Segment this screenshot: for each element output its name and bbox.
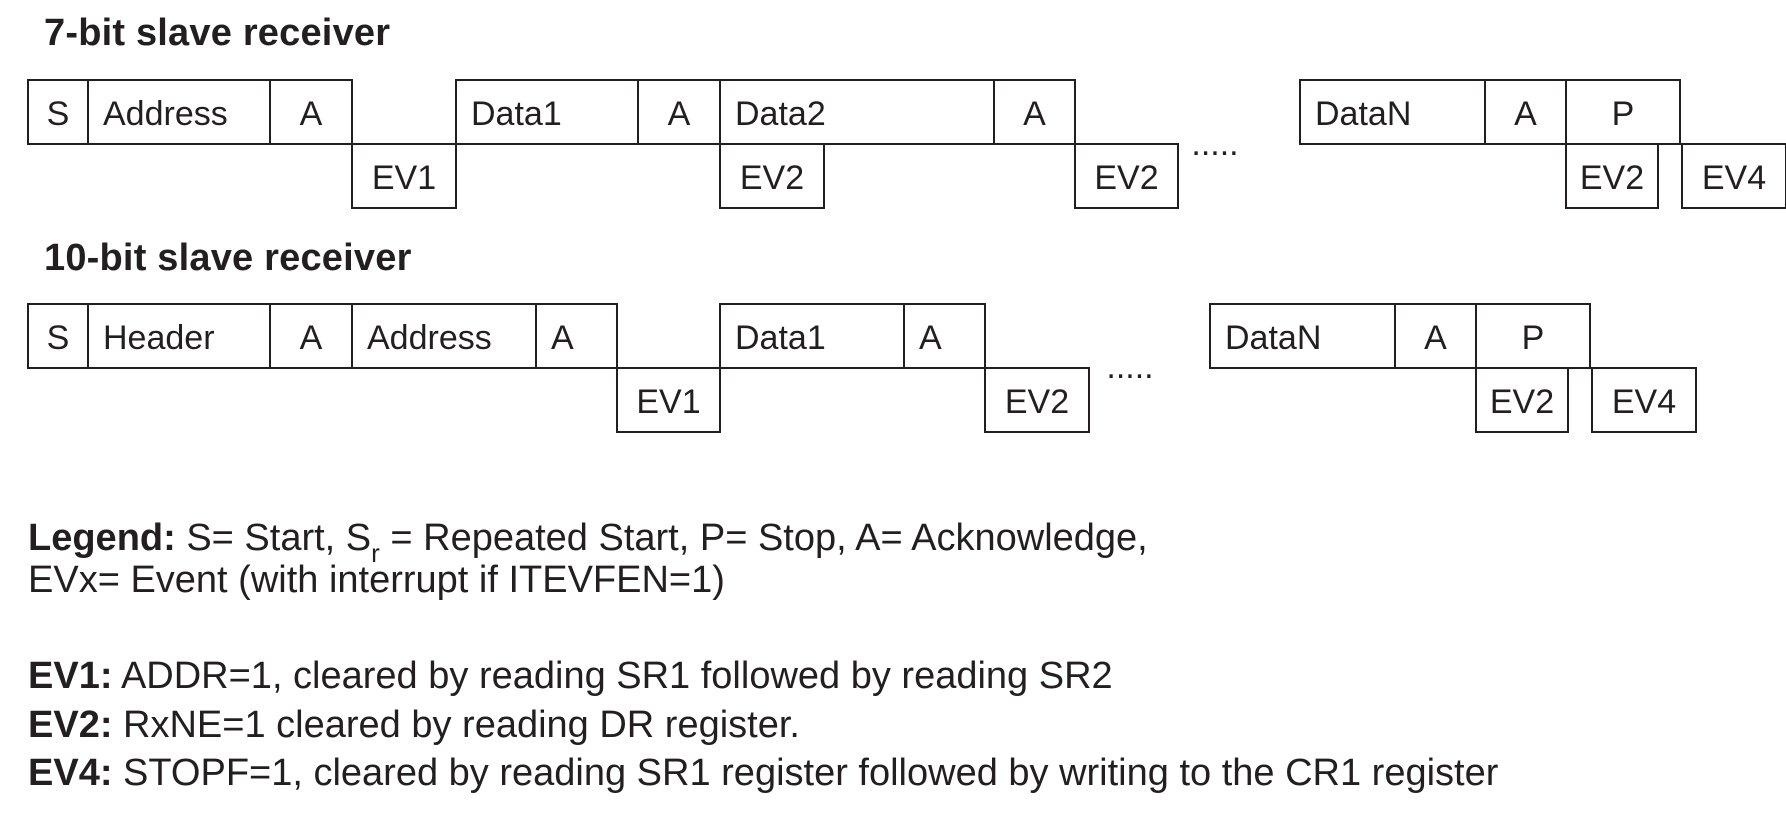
event-ev1: EV1: ADDR=1, cleared by reading SR1 foll… [28,655,1113,698]
legend: Legend: S= Start, Sr = Repeated Start, P… [28,517,1148,568]
cell-s-label: S [47,95,70,133]
section-title-7bit: 7-bit slave receiver [44,12,391,54]
cell-a1-label: A [300,95,323,133]
event-ev4: EV4: STOPF=1, cleared by reading SR1 reg… [28,752,1498,795]
event-ev4-label: EV4: [28,752,113,794]
cell-data1-label: Data1 [471,95,562,133]
cell-ev2b-label: EV2 [1490,383,1554,421]
cell-ev2a-box [719,143,825,209]
legend-line2: EVx= Event (with interrupt if ITEVFEN=1) [28,559,725,601]
cell-p-label: P [1522,319,1545,357]
cell-a2-box [535,303,618,369]
cell-a3-label: A [919,319,942,357]
event-ev1-label: EV1: [28,655,113,697]
cell-ev2c-box [1565,143,1659,209]
cell-data1-label: Data1 [735,319,826,357]
cell-header-label: Header [103,319,215,357]
cell-datan-label: DataN [1315,95,1411,133]
cell-ev4-box [1681,143,1786,209]
event-ev2-label: EV2: [28,704,113,746]
legend-line1-a: S= Start, S [175,517,372,559]
cell-ev2b-box [1074,143,1179,209]
cell-ev1-label: EV1 [372,159,436,197]
cell-a4-label: A [1514,95,1537,133]
event-ev2-text: RxNE=1 cleared by reading DR register. [112,704,800,746]
cell-ev2a-label: EV2 [740,159,804,197]
cell-ev4-box [1591,367,1697,433]
cell-address-label: Address [367,319,492,357]
cell-a3-label: A [1023,95,1046,133]
event-ev4-text: STOPF=1, cleared by reading SR1 register… [112,752,1499,794]
cell-ev4-label: EV4 [1612,383,1676,421]
cell-a1-box [269,79,353,145]
cell-a3-box [903,303,986,369]
ellipsis: ..... [1106,348,1153,386]
cell-ev4-label: EV4 [1702,159,1766,197]
cell-a3-box [993,79,1076,145]
cell-ev1-box [616,367,721,433]
legend-label: Legend: [28,517,176,559]
cell-ev2c-label: EV2 [1580,159,1644,197]
cell-a2-label: A [668,95,691,133]
event-ev1-text: ADDR=1, cleared by reading SR1 followed … [112,655,1113,697]
cell-ev2b-box [1475,367,1569,433]
cell-ev2b-label: EV2 [1094,159,1158,197]
cell-address-label: Address [103,95,228,133]
cell-a1-label: A [300,319,323,357]
cell-data2-label: Data2 [735,95,826,133]
event-ev2: EV2: RxNE=1 cleared by reading DR regist… [28,704,800,747]
cell-ev2a-label: EV2 [1005,383,1069,421]
cell-ev2a-box [984,367,1090,433]
section-title-10bit: 10-bit slave receiver [44,237,412,279]
sequence-10bit: S Header A Address A EV1 Data1 A EV2 DataN A P EV2 EV… [27,303,1697,433]
cell-ev1-label: EV1 [636,383,700,421]
cell-s-label: S [47,319,70,357]
cell-ev1-box [351,143,457,209]
cell-datan-label: DataN [1225,319,1321,357]
legend-line1-sub: r [371,538,380,568]
cell-p-label: P [1612,95,1635,133]
ellipsis: ..... [1191,125,1238,163]
cell-a4-label: A [1424,319,1447,357]
cell-a2-label: A [551,319,574,357]
legend-line1-b: = Repeated Start, P= Stop, A= Acknowledg… [379,517,1148,559]
